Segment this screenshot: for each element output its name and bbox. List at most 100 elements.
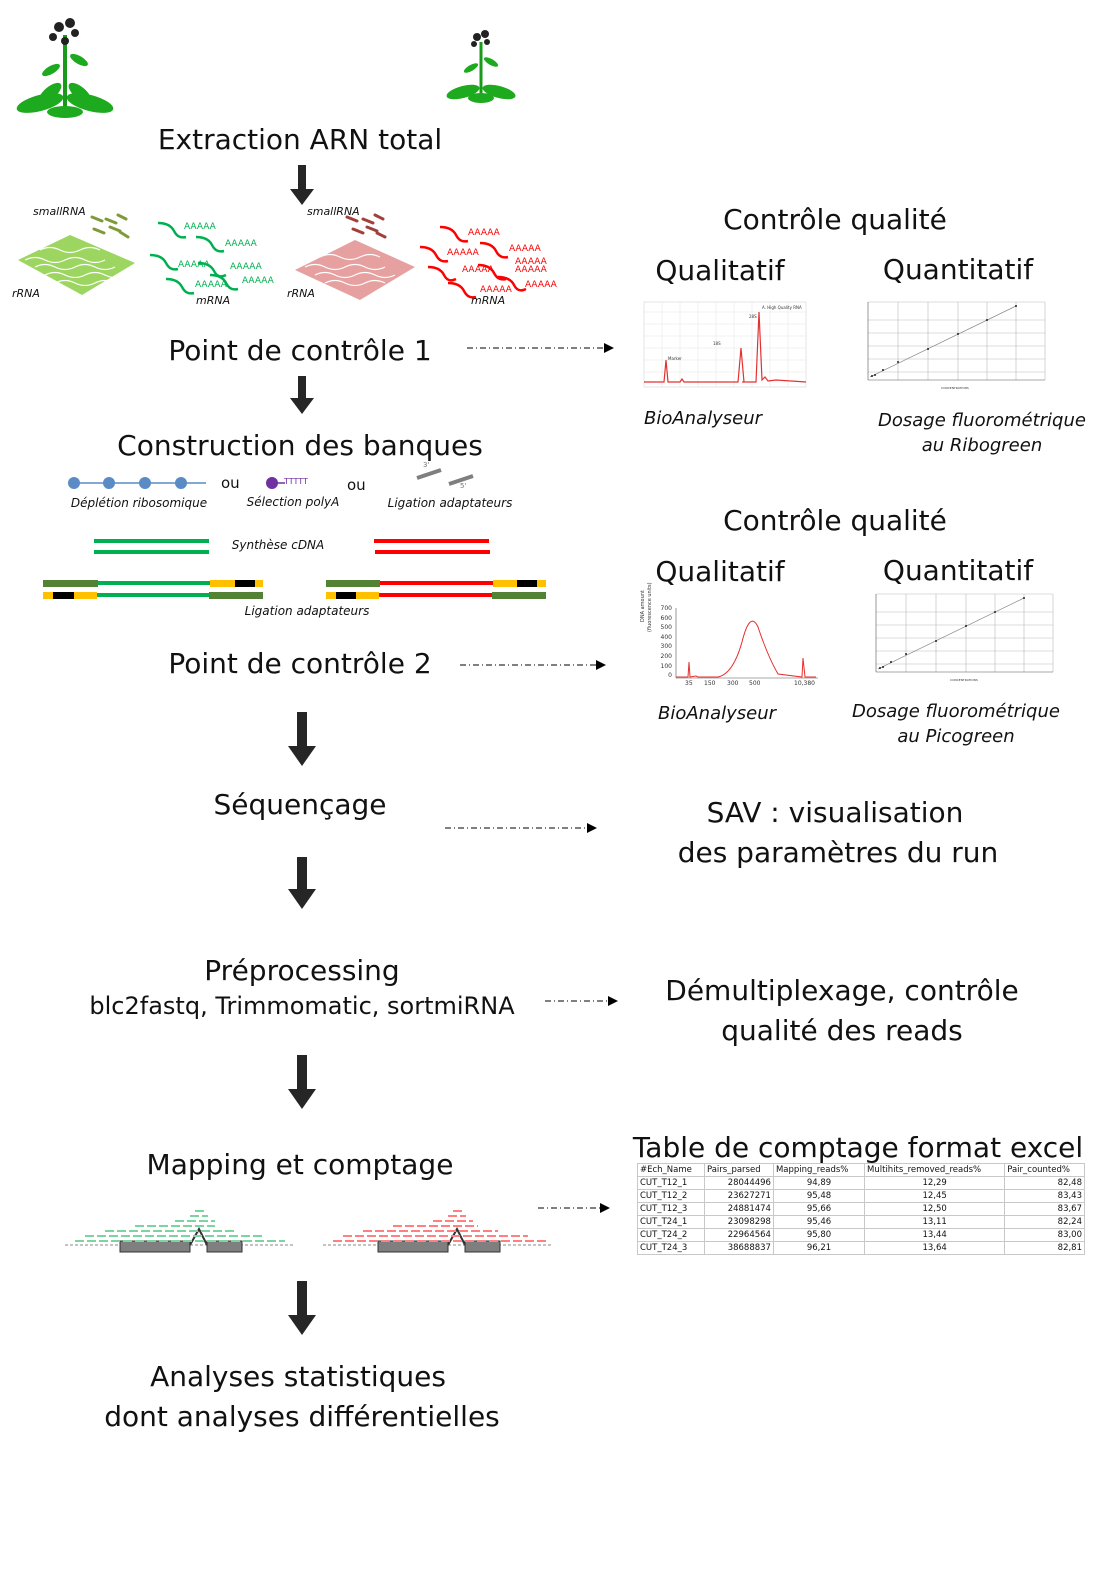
column-header: Pair_counted% <box>1004 1163 1085 1177</box>
adapter-ligation-icon <box>416 468 474 486</box>
qc2-quantitative: Quantitatif <box>882 554 1034 587</box>
cell: 95,46 <box>772 1215 866 1229</box>
dashed-arrow-icon <box>445 823 597 833</box>
cell: 13,64 <box>864 1241 1006 1255</box>
x-axis-label: CONCENTRATIONS <box>950 678 978 682</box>
step-preprocessing: Préprocessing <box>204 954 400 987</box>
polya-selection-icon <box>266 477 285 489</box>
qc1-quantitative-caption-1: Dosage fluorométrique <box>878 410 1086 431</box>
cell: 83,43 <box>1004 1189 1085 1203</box>
cell: CUT_T24_3 <box>637 1241 705 1255</box>
picogreen-standard-curve <box>875 593 1054 673</box>
y-tick: 600 <box>660 614 672 622</box>
demux-line-2: qualité des reads <box>721 1014 963 1047</box>
y-tick: 700 <box>660 605 672 612</box>
cell: 12,45 <box>864 1189 1006 1203</box>
x-tick: 500 <box>749 680 761 687</box>
plant-icon-small <box>446 30 516 103</box>
y-axis-label-1: DNA amount <box>640 590 646 622</box>
arrow-down-icon <box>288 712 316 766</box>
y-tick: 500 <box>660 624 672 632</box>
bioanalyzer-dna-chart <box>675 608 818 679</box>
qc2-qualitative: Qualitatif <box>655 555 785 588</box>
bioanalyzer-rna-chart <box>643 301 807 388</box>
cell: 38688837 <box>703 1241 774 1255</box>
cell: 13,11 <box>864 1215 1006 1229</box>
polya-tail: AAAAA <box>447 248 479 258</box>
x-tick: 35 <box>685 680 693 687</box>
y-tick: 200 <box>660 652 672 660</box>
cell: 83,67 <box>1004 1202 1085 1216</box>
chart-title: A. High Quality RNA <box>762 305 802 310</box>
cell: 95,80 <box>772 1228 866 1242</box>
dashed-arrow-icon <box>460 660 606 670</box>
y-axis-label-2: (fluorescence units) <box>647 582 653 632</box>
qc1-title: Contrôle qualité <box>723 203 947 236</box>
prime-3-label: 3' <box>423 461 430 469</box>
column-header: Mapping_reads% <box>772 1163 866 1177</box>
count-table: #Ech_Name Pairs_parsed Mapping_reads% Mu… <box>637 1163 1085 1255</box>
x-axis-label: CONCENTRATIONS <box>941 386 969 390</box>
cell: 23098298 <box>703 1215 774 1229</box>
qc1-quantitative-caption-2: au Ribogreen <box>921 435 1043 456</box>
peak-label-marker: Marker <box>668 356 682 361</box>
method-ribosomal-depletion: Déplétion ribosomique <box>70 496 208 510</box>
polya-tail: AAAAA <box>225 239 257 249</box>
y-tick: 100 <box>660 662 672 670</box>
qc1-qualitative: Qualitatif <box>655 254 785 287</box>
polya-tail: AAAAA <box>468 228 500 238</box>
cdna-strands <box>43 539 546 599</box>
rna-green-illustration <box>18 213 239 295</box>
y-tick: 400 <box>660 633 672 641</box>
prime-5-label: 5' <box>460 482 467 490</box>
label-smallrna: smallRNA <box>33 205 86 218</box>
polya-tail: AAAAA <box>515 257 547 267</box>
cell: 94,89 <box>772 1176 866 1190</box>
cell: 95,66 <box>772 1202 866 1216</box>
cell: CUT_T12_3 <box>637 1202 705 1216</box>
cell: CUT_T24_2 <box>637 1228 705 1242</box>
cell: CUT_T24_1 <box>637 1215 705 1229</box>
count-table-title: Table de comptage format excel <box>632 1131 1084 1164</box>
sav-line-1: SAV : visualisation <box>706 796 964 829</box>
qc1-quantitative: Quantitatif <box>882 253 1034 286</box>
polya-tail: AAAAA <box>480 285 512 295</box>
or-label: ou <box>221 474 240 492</box>
column-header: #Ech_Name <box>637 1163 705 1177</box>
dashed-arrow-icon <box>538 1203 610 1213</box>
label-rrna: rRNA <box>287 287 315 300</box>
arrow-down-icon <box>290 165 314 205</box>
ribogreen-standard-curve <box>867 301 1046 381</box>
peak-label-28s: 28S <box>749 314 757 319</box>
cell: 96,21 <box>772 1241 866 1255</box>
read-mapping-green <box>65 1210 293 1253</box>
read-mapping-red <box>323 1210 551 1253</box>
y-tick: 300 <box>660 643 672 651</box>
y-tick: 0 <box>668 672 672 680</box>
arrow-down-icon <box>290 376 314 414</box>
label-cdna-synthesis: Synthèse cDNA <box>231 538 325 552</box>
polya-tail: AAAAA <box>509 244 541 254</box>
step-statistics: Analyses statistiques <box>150 1360 446 1393</box>
label-rrna: rRNA <box>12 287 40 300</box>
rna-red-illustration <box>295 213 527 300</box>
polya-tail: AAAAA <box>230 262 262 272</box>
cell: 12,29 <box>864 1176 1006 1190</box>
demux-line-1: Démultiplexage, contrôle <box>665 974 1019 1007</box>
polya-tail: AAAAA <box>525 280 557 290</box>
step-checkpoint-1: Point de contrôle 1 <box>168 334 432 367</box>
label-adapter-ligation: Ligation adaptateurs <box>244 604 370 618</box>
arrow-down-icon <box>288 1281 316 1335</box>
qc2-qualitative-caption: BioAnalyseur <box>657 703 777 724</box>
column-header: Multihits_removed_reads% <box>864 1163 1006 1177</box>
step-statistics-differential: dont analyses différentielles <box>104 1400 500 1433</box>
column-header: Pairs_parsed <box>703 1163 774 1177</box>
